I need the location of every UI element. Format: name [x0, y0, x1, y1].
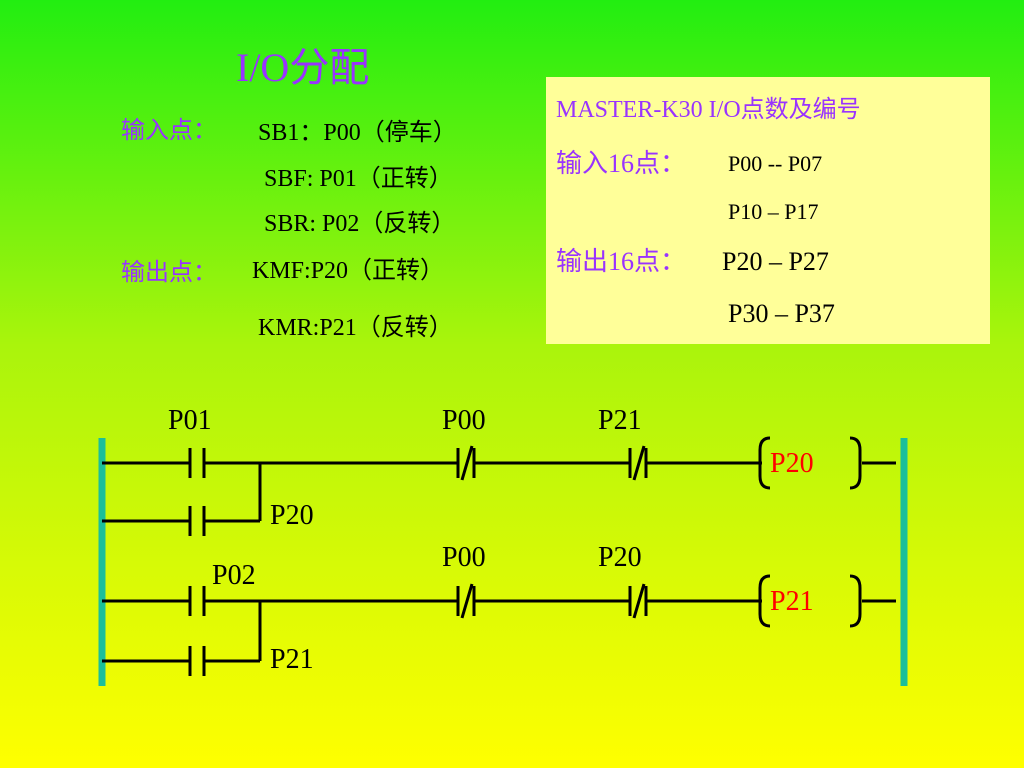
label-contact-p20-seal: P20 — [270, 500, 314, 531]
label-contact-p02: P02 — [212, 560, 256, 591]
input-item-sb1: SB1：P00（停车） — [258, 120, 457, 146]
nc-contact-p20 — [628, 583, 648, 619]
label-coil-p21: P21 — [770, 586, 814, 617]
nc-contact-p00-1 — [456, 445, 476, 481]
spec-input-range-2: P10 – P17 — [728, 199, 819, 224]
label-contact-p21-seal: P21 — [270, 644, 314, 675]
label-contact-p00-2: P00 — [442, 542, 486, 573]
spec-input-label: 输入16点： — [556, 149, 687, 178]
input-item-sbf: SBF: P01（正转） — [264, 166, 453, 192]
label-contact-p00-1: P00 — [442, 405, 486, 436]
nc-contact-p21 — [628, 445, 648, 481]
label-coil-p20: P20 — [770, 448, 814, 479]
coil-p20 — [758, 436, 862, 490]
spec-output-range-2: P30 – P37 — [728, 299, 835, 328]
spec-title: MASTER-K30 I/O点数及编号 — [556, 97, 861, 123]
coil-p21 — [758, 574, 862, 628]
io-spec-box: MASTER-K30 I/O点数及编号 输入16点： P00 -- P07 P1… — [546, 77, 990, 344]
rung-1 — [102, 436, 896, 536]
output-item-kmr: KMR:P21（反转） — [258, 315, 453, 341]
rung-2 — [102, 574, 896, 676]
page-title: I/O分配 — [236, 45, 370, 90]
label-contact-p20: P20 — [598, 542, 642, 573]
output-item-kmf: KMF:P20（正转） — [252, 258, 445, 284]
input-item-sbr: SBR: P02（反转） — [264, 211, 456, 237]
spec-input-range-1: P00 -- P07 — [728, 151, 823, 176]
spec-output-range-1: P20 – P27 — [722, 247, 829, 276]
nc-contact-p00-2 — [456, 583, 476, 619]
input-points-heading: 输入点： — [121, 118, 217, 144]
spec-output-label: 输出16点： — [556, 247, 687, 276]
label-contact-p01: P01 — [168, 405, 212, 436]
output-points-heading: 输出点： — [121, 260, 217, 286]
label-contact-p21: P21 — [598, 405, 642, 436]
